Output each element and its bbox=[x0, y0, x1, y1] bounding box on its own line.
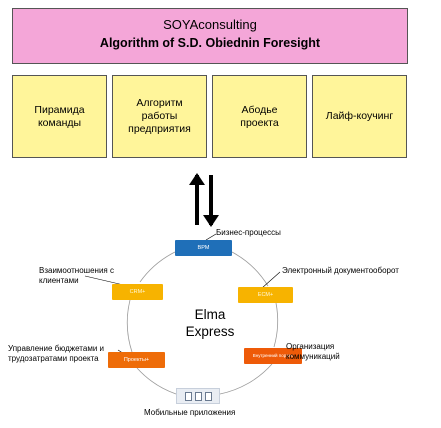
ring-arc-bpm-ecm bbox=[231, 251, 269, 287]
ring-arc-portal-mobile bbox=[219, 363, 273, 395]
label-edo: Электронный документооборот bbox=[282, 266, 399, 275]
label-business-processes: Бизнес-процессы bbox=[216, 228, 281, 237]
connector-bpm bbox=[205, 233, 217, 241]
label-mobile-apps: Мобильные приложения bbox=[144, 408, 236, 417]
label-client-relations: Взаимоотношения с клиентами bbox=[39, 266, 114, 285]
ring-arc-projects-mobile bbox=[136, 367, 177, 395]
connector-edo bbox=[261, 271, 281, 289]
module-projects: Проекты+ bbox=[108, 352, 165, 368]
module-bpm: BPM bbox=[175, 240, 232, 256]
bidirectional-arrows-icon bbox=[189, 173, 219, 227]
box-enterprise-algorithm: Алгоритм работы предприятия bbox=[112, 75, 207, 158]
phone-icon bbox=[184, 391, 192, 401]
label-budget-management: Управление бюджетами и трудозатратами пр… bbox=[8, 344, 104, 363]
tablet-icon bbox=[194, 391, 202, 401]
algorithm-title: Algorithm of S.D. Obiednin Foresight bbox=[99, 36, 321, 50]
module-crm: CRM+ bbox=[112, 284, 163, 300]
phone-icon bbox=[204, 391, 212, 401]
mobile-apps-icon bbox=[176, 388, 220, 404]
box-project-abode: Абодье проекта bbox=[212, 75, 307, 158]
module-portal: Внутренний портал bbox=[244, 348, 302, 364]
center-label: Elma Express bbox=[185, 307, 235, 339]
box-team-pyramid: Пирамида команды bbox=[12, 75, 107, 158]
module-ecm: ECM+ bbox=[238, 287, 293, 303]
ring-arc-ecm-portal bbox=[273, 302, 279, 348]
box-life-coaching: Лайф-коучинг bbox=[312, 75, 407, 158]
label-communications: Организация коммуникаций bbox=[286, 342, 340, 361]
ring-arc-crm-projects bbox=[126, 299, 133, 353]
ring-arc-bpm-crm bbox=[139, 251, 176, 283]
company-name: SOYAconsulting bbox=[163, 17, 257, 32]
top-header: SOYAconsulting Algorithm of S.D. Obiedni… bbox=[12, 8, 408, 64]
